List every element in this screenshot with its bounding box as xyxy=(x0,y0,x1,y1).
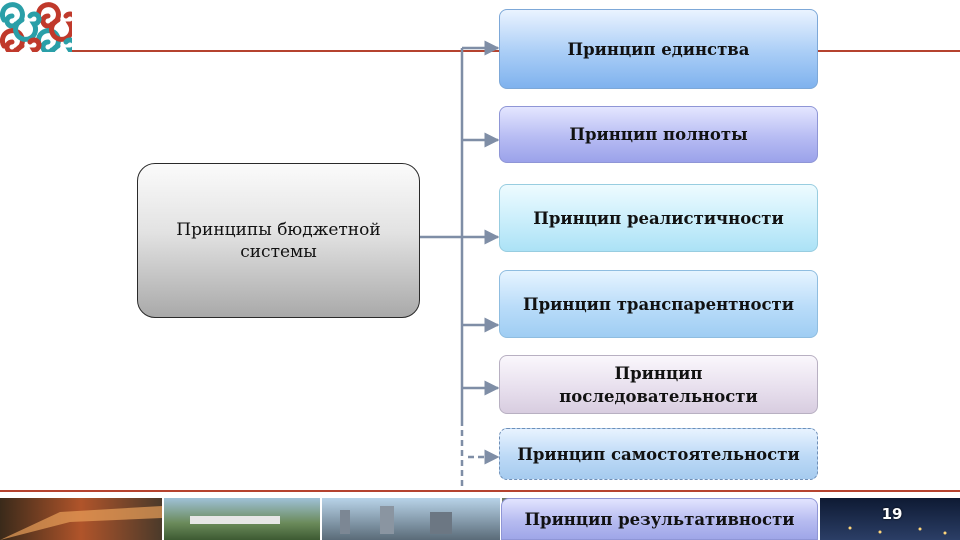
principle-independence-box: Принцип самостоятельности xyxy=(499,428,818,480)
principle-label: Принцип последовательности xyxy=(559,363,758,406)
principle-transparency-box: Принцип транспарентности xyxy=(499,270,818,338)
footer-rule xyxy=(0,490,960,492)
principle-label: Принцип самостоятельности xyxy=(517,444,800,464)
main-node-label: Принципы бюджетной системы xyxy=(176,219,381,262)
ornament-logo xyxy=(0,0,72,52)
principle-label: Принцип результативности xyxy=(524,509,795,529)
principle-label: Принцип полноты xyxy=(569,125,748,144)
principle-label: Принцип единства xyxy=(567,39,750,59)
page-number: 19 xyxy=(881,505,903,523)
footer-photo-strip xyxy=(0,498,960,540)
principle-effectiveness-box: Принцип результативности xyxy=(501,498,818,540)
principle-completeness-box: Принцип полноты xyxy=(499,106,818,163)
principle-consistency-box: Принцип последовательности xyxy=(499,355,818,414)
principle-label: Принцип реалистичности xyxy=(533,208,784,228)
principle-unity-box: Принцип единства xyxy=(499,9,818,89)
principle-realism-box: Принцип реалистичности xyxy=(499,184,818,252)
principle-label: Принцип транспарентности xyxy=(523,294,794,314)
main-node-budget-principles: Принципы бюджетной системы xyxy=(137,163,420,318)
